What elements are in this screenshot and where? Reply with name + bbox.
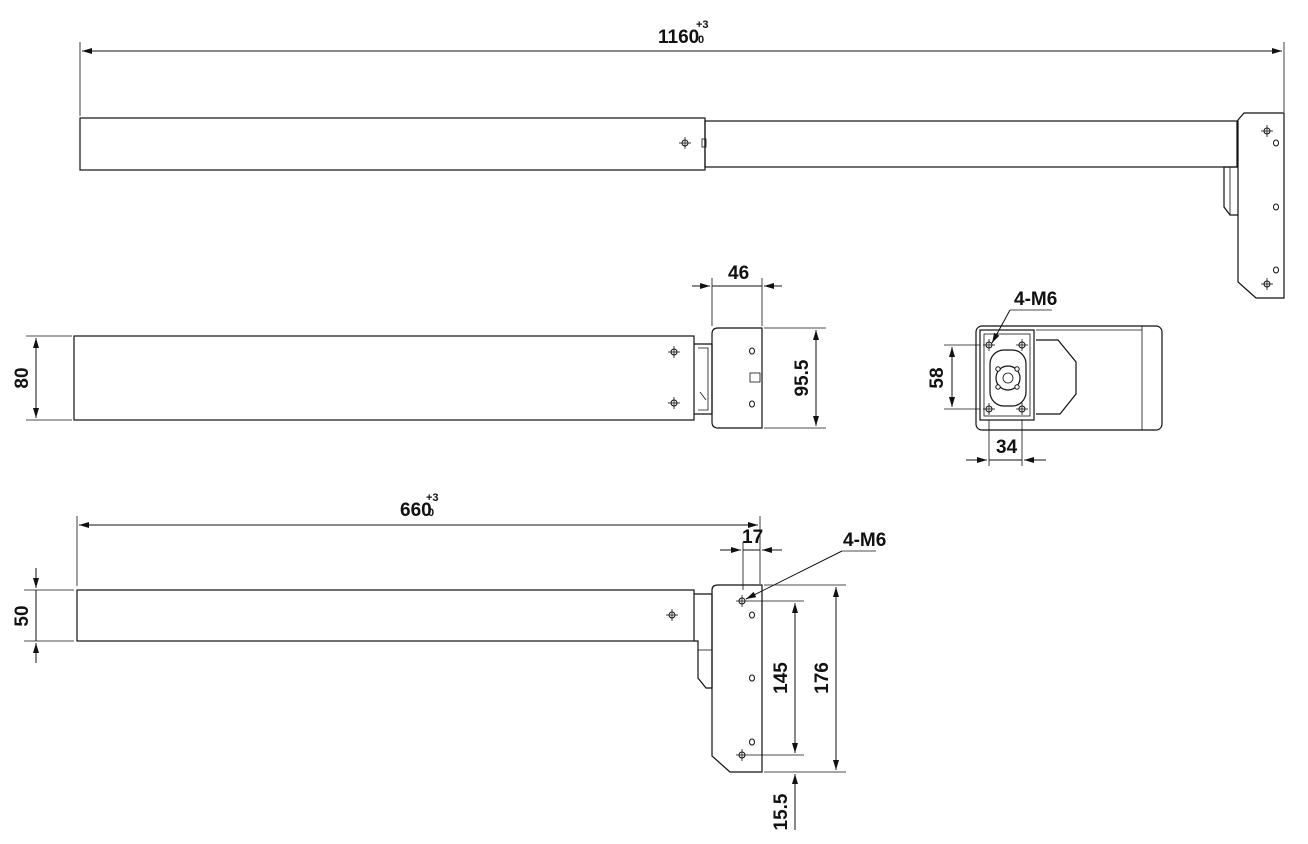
dim-rod-height: 50 — [12, 605, 33, 626]
view-extended: 1160 +3 0 — [79, 19, 1285, 299]
slot — [749, 372, 761, 383]
end-housing — [975, 325, 1163, 431]
outer-tube — [79, 117, 706, 171]
hole-icon — [1273, 203, 1279, 211]
bolt-icon — [736, 749, 748, 761]
callout-thread-top: 4-M6 — [1014, 289, 1057, 310]
dim-end-width: 34 — [996, 437, 1018, 458]
bolt-icon — [736, 595, 748, 607]
shaft-icon — [995, 365, 1021, 391]
dim-retracted-lower-tol: 0 — [428, 507, 434, 519]
view-end: 4-M6 — [927, 289, 1163, 466]
cable-guide — [1036, 339, 1077, 415]
dim-overall-length: 1160 — [658, 27, 699, 48]
actuator-body — [73, 335, 695, 421]
retracted-bracket — [711, 584, 763, 773]
dim-bottom-offset: 15.5 — [771, 793, 792, 830]
hole-icon — [749, 611, 755, 619]
bolt-icon — [983, 339, 995, 351]
screw-icon — [668, 346, 680, 358]
end-bracket — [1237, 112, 1285, 299]
bracket-clamp — [1223, 166, 1238, 216]
view-retracted: 660 +3 0 17 4-M6 50 — [12, 492, 886, 830]
screw-icon — [666, 609, 678, 621]
dim-overall-upper-tol: +3 — [696, 19, 709, 31]
rod-collar — [701, 138, 707, 148]
retracted-tube — [76, 589, 695, 642]
hole-icon — [1273, 266, 1279, 274]
callout-thread-bottom: 4-M6 — [843, 530, 886, 551]
hole-icon — [749, 738, 755, 746]
end-head — [711, 327, 763, 429]
dim-overall-lower-tol: 0 — [698, 34, 704, 46]
dim-profile-height: 80 — [12, 367, 33, 388]
screw-icon — [668, 397, 680, 409]
view-side: 46 80 95.5 — [12, 263, 826, 429]
dim-retracted-upper-tol: +3 — [426, 492, 439, 504]
screw-icon — [679, 137, 691, 149]
retracted-adapter — [694, 593, 713, 689]
bolt-icon — [1016, 403, 1028, 415]
bolt-icon — [1261, 278, 1273, 290]
dim-head-width: 46 — [728, 263, 749, 284]
shaft-slot — [989, 349, 1027, 407]
hole-icon — [749, 347, 755, 355]
bolt-icon — [1261, 125, 1273, 137]
bolt-icon — [983, 403, 995, 415]
dim-end-height: 58 — [927, 367, 948, 388]
inner-rod — [704, 120, 1238, 168]
hole-icon — [1273, 139, 1279, 147]
hole-icon — [749, 400, 755, 408]
dim-hole-offset: 17 — [742, 527, 763, 548]
dim-hole-spacing: 145 — [771, 662, 792, 694]
bolt-icon — [1016, 339, 1028, 351]
end-plate — [979, 329, 1035, 421]
adapter — [694, 343, 713, 415]
dim-retracted-length: 660 — [400, 500, 432, 521]
hole-icon — [749, 674, 755, 682]
dim-head-height: 95.5 — [792, 359, 813, 396]
dim-bracket-height: 176 — [812, 662, 833, 694]
